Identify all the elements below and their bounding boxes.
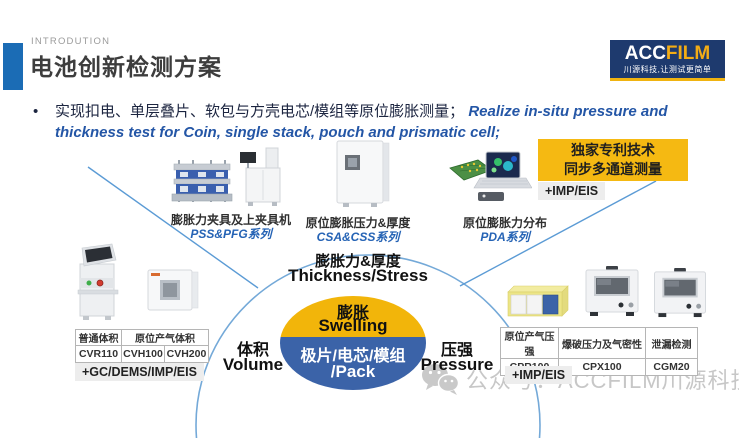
product-series-csa: CSA&CSS系列 bbox=[316, 230, 400, 244]
brand-tagline: 川源科技,让测试更简单 bbox=[623, 64, 712, 74]
swelling-fixture-image bbox=[171, 160, 233, 202]
volume-table-header-normal: 普通体积 bbox=[75, 329, 122, 346]
patent-imp-eis-chip: +IMP/EIS bbox=[538, 182, 606, 200]
diagram-top-label-cn: 膨胀力&厚度 bbox=[315, 253, 401, 270]
pda-laptop-image bbox=[449, 151, 532, 201]
patent-line1: 独家专利技术 bbox=[571, 142, 655, 158]
pressure-addons-chip: +IMP/EIS bbox=[505, 366, 573, 384]
product-series-pss: PSS&PFG系列 bbox=[190, 227, 272, 241]
upper-fixture-machine-image bbox=[240, 147, 281, 206]
cell-carrier-image bbox=[507, 285, 569, 317]
eyebrow-label: INTRODUTION bbox=[31, 36, 111, 47]
product-label-csa: 原位膨胀压力&厚度 bbox=[305, 216, 411, 230]
swelling-venn-ellipse bbox=[280, 296, 426, 390]
product-label-pda: 原位膨胀力分布 bbox=[462, 216, 547, 230]
volume-spec-table: 普通体积 原位产气体积 CVR110 CVH100 CVH200 bbox=[75, 329, 209, 363]
cpx-instrument-image bbox=[585, 266, 639, 316]
brand-film: FILM bbox=[665, 42, 711, 64]
bullet-text-en: Realize in-situ pressure and thickness t… bbox=[55, 103, 668, 141]
model-cpx100: CPX100 bbox=[558, 358, 646, 376]
accfilm-logo: ACCFILM 川源科技,让测试更简单 bbox=[610, 40, 725, 81]
bullet-sentence: • 实现扣电、单层叠片、软包与方壳电芯/模组等原位膨胀测量； Realize i… bbox=[33, 101, 723, 143]
bullet-text-cn: 实现扣电、单层叠片、软包与方壳电芯/模组等原位膨胀测量； bbox=[55, 103, 465, 120]
pressure-table-header-leak: 泄漏检测 bbox=[645, 327, 698, 359]
product-series-pda: PDA系列 bbox=[480, 230, 530, 244]
model-cvr110: CVR110 bbox=[75, 345, 122, 363]
diagram-pressure-en: Pressure bbox=[420, 355, 494, 374]
pressure-table-header-insitu: 原位产气压强 bbox=[500, 327, 559, 359]
cvr-kiosk-image bbox=[77, 243, 119, 320]
pressure-table-header-burst: 爆破压力及气密性 bbox=[558, 327, 646, 359]
patent-highlight-box: 独家专利技术 同步多通道测量 bbox=[538, 139, 688, 181]
cgm-instrument-image bbox=[654, 268, 706, 318]
brand-wordmark: ACCFILM bbox=[625, 44, 711, 63]
ellipse-swelling-cn: 膨胀 bbox=[336, 305, 369, 322]
bullet-marker: • bbox=[33, 103, 39, 120]
model-cvh100: CVH100 bbox=[121, 345, 165, 363]
ellipse-pack-en: /Pack bbox=[330, 362, 376, 381]
page-title: 电池创新检测方案 bbox=[30, 54, 222, 80]
cvh-box-machine-image bbox=[147, 269, 199, 311]
diagram-volume-cn: 体积 bbox=[236, 342, 269, 359]
diagram-top-label-en: Thickness/Stress bbox=[288, 266, 428, 285]
product-label-pss: 膨胀力夹具及上夹具机 bbox=[170, 213, 291, 227]
csa-chamber-image bbox=[336, 140, 390, 207]
patent-line2: 同步多通道测量 bbox=[564, 161, 662, 177]
wechat-icon bbox=[422, 364, 460, 395]
ellipse-swelling-en: Swelling bbox=[318, 316, 388, 335]
diagram-volume-en: Volume bbox=[222, 355, 284, 374]
brand-acc: ACC bbox=[624, 42, 666, 64]
diagram-pressure-cn: 压强 bbox=[440, 342, 473, 359]
model-cgm20: CGM20 bbox=[645, 358, 698, 376]
volume-addons-chip: +GC/DEMS/IMP/EIS bbox=[75, 363, 204, 381]
volume-table-header-insitu: 原位产气体积 bbox=[121, 329, 209, 346]
ellipse-pack-cn: 极片/电芯/模组 bbox=[300, 348, 406, 365]
title-accent-bar bbox=[3, 43, 23, 90]
model-cvh200: CVH200 bbox=[164, 345, 209, 363]
